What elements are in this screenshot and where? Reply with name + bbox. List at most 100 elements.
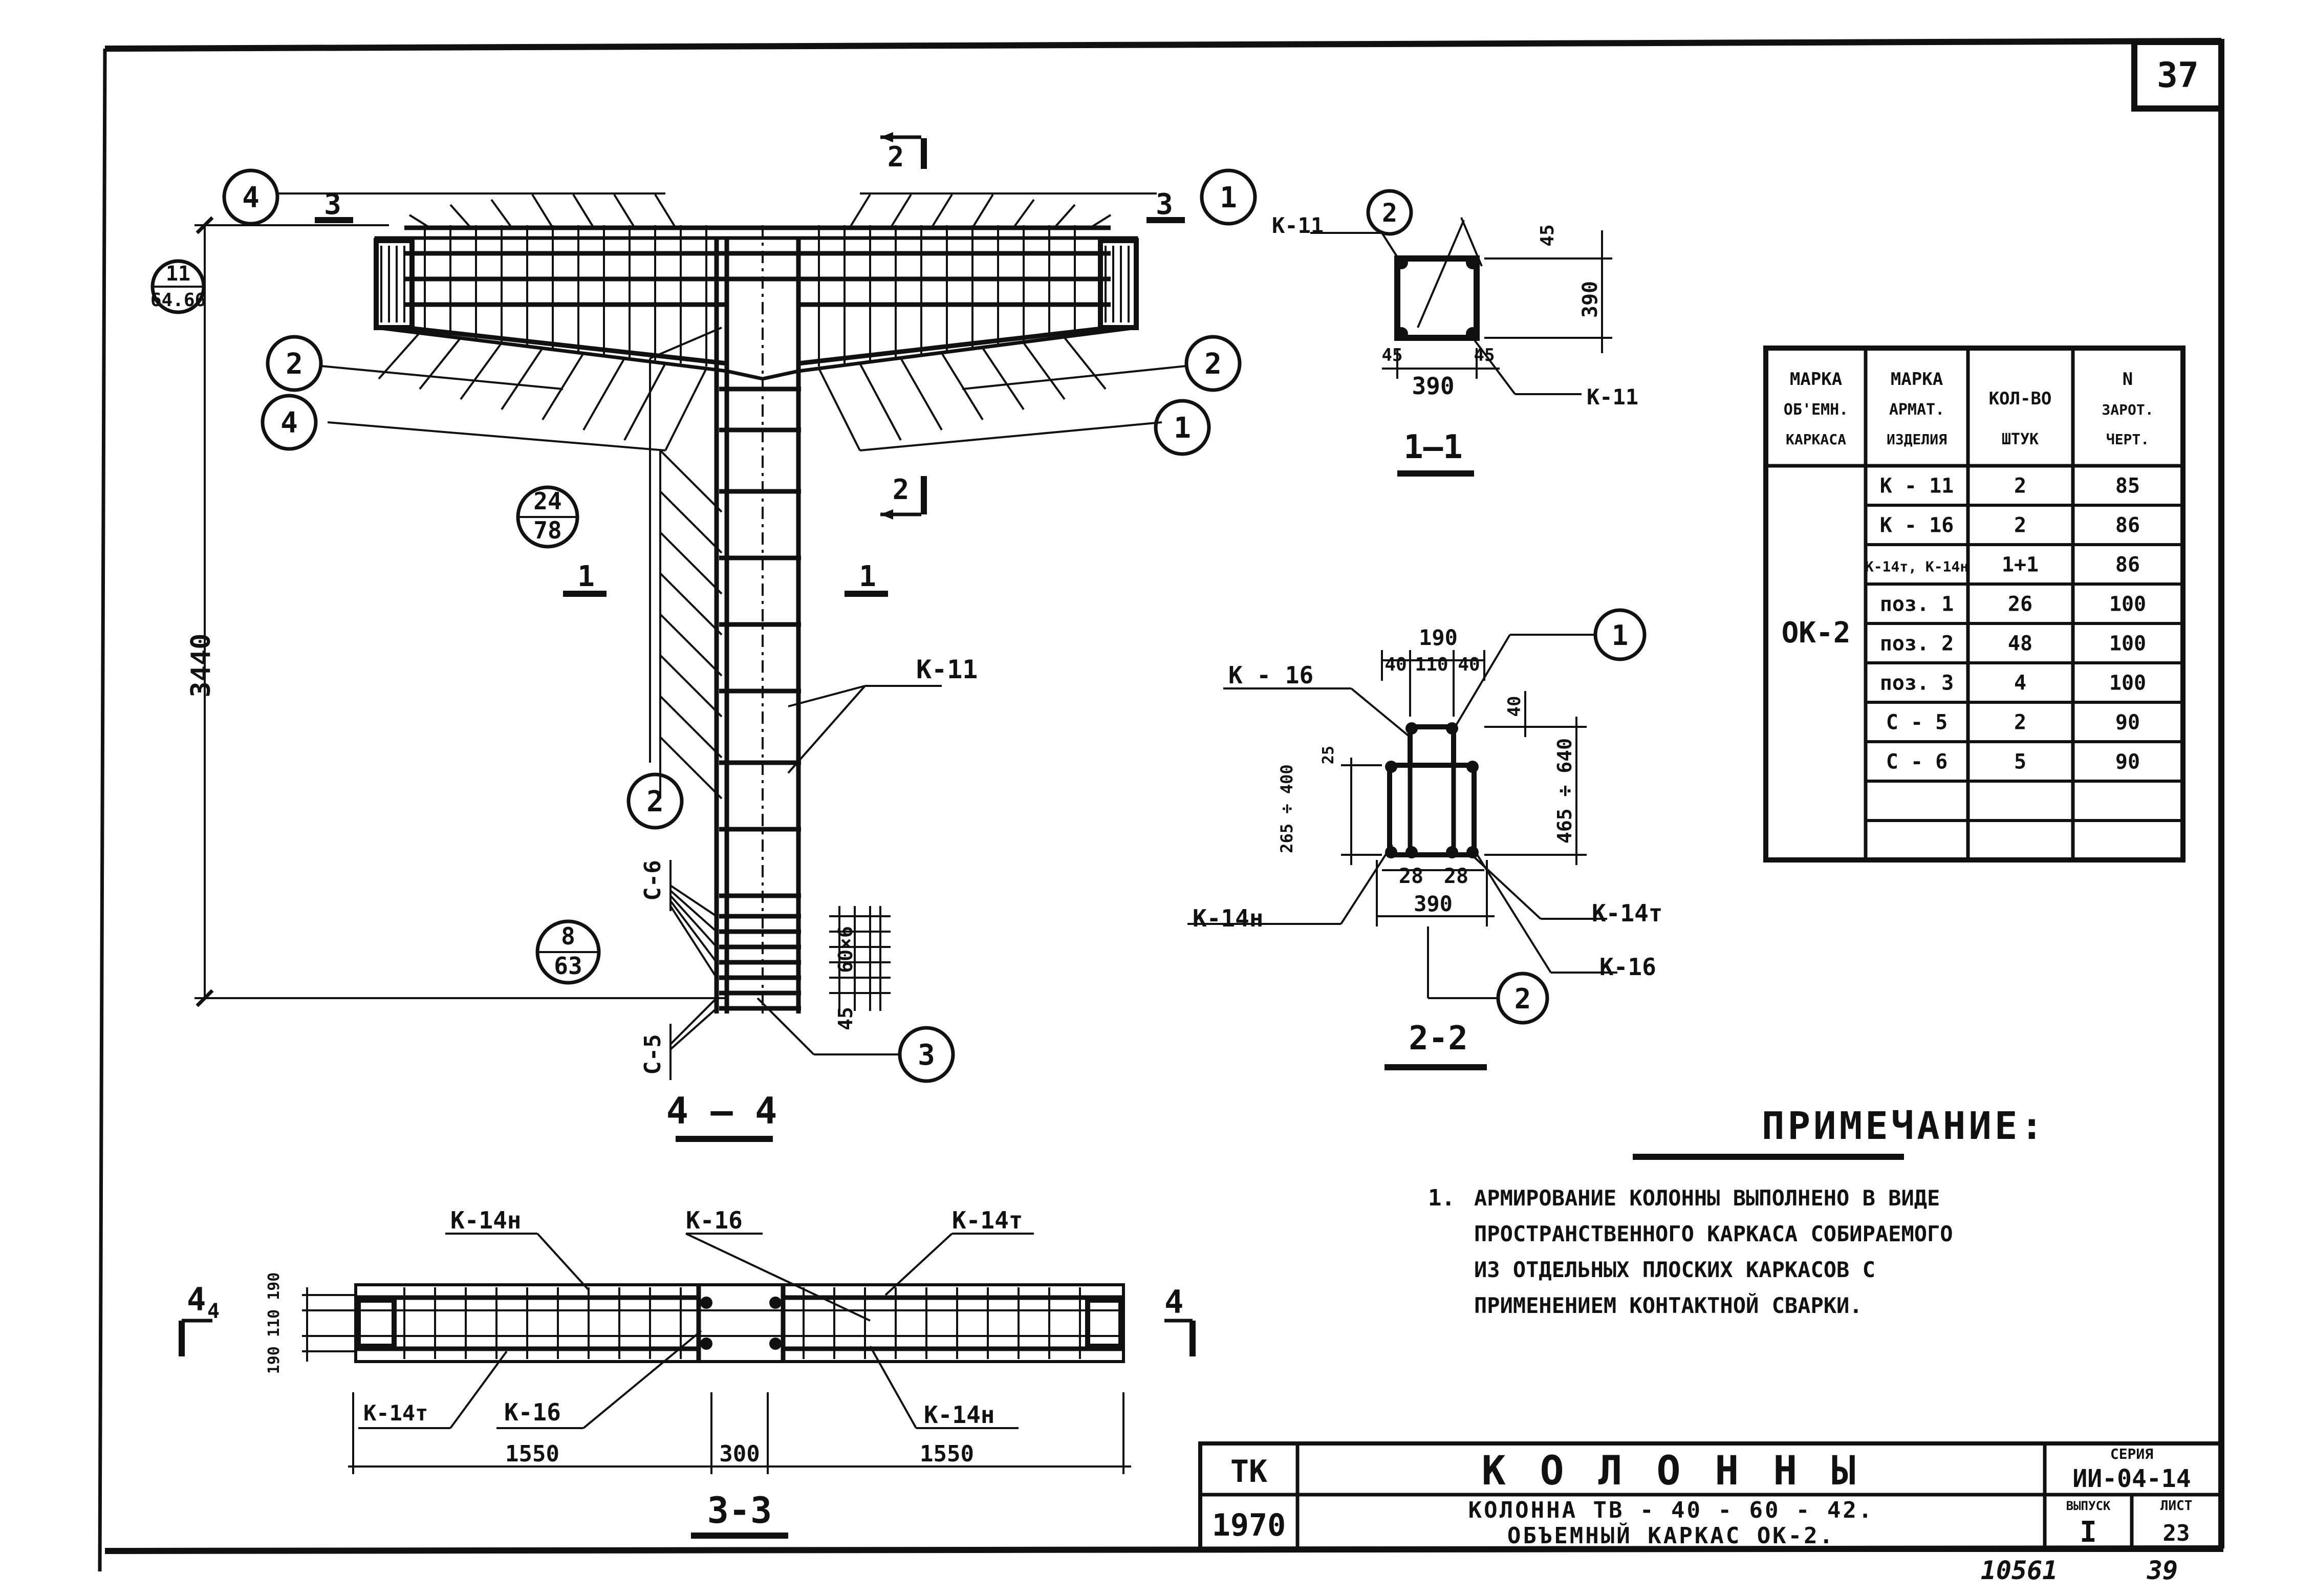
svg-text:КОЛ-ВО: КОЛ-ВО [1989, 389, 2052, 409]
label-k16-33-bottom: К-16 [504, 1398, 561, 1426]
spec-table-row: С - 6 5 90 [1886, 750, 2140, 773]
cut-mark-4-right: 4 [1164, 1283, 1183, 1321]
spec-cell-sheet: 90 [2115, 710, 2140, 734]
svg-text:ЗАРОТ.: ЗАРОТ. [2102, 401, 2153, 418]
spec-cell-qty: 26 [2008, 592, 2032, 616]
callout-pos1-top-right: 1 [1200, 168, 1257, 226]
section-2-2: 1 2 190 40 110 40 28 28 390 40 25 465 ÷ … [1187, 608, 1662, 1070]
spec-cell-sheet: 85 [2115, 474, 2140, 498]
svg-text:МАРКА: МАРКА [1790, 369, 1842, 390]
spec-cell-item: С - 6 [1886, 750, 1948, 773]
spec-table-header: МАРКА ОБ'ЕМН. КАРКАСА МАРКА АРМАТ. ИЗДЕЛ… [1784, 369, 2154, 448]
section-1-1: 2 К-11 К-11 390 45 45 45 390 1–1 [1272, 189, 1638, 477]
ref-circle-24-78: 24 78 [516, 485, 579, 549]
spec-cell-qty: 2 [2014, 513, 2026, 537]
title-block-sheet: 23 [2163, 1520, 2190, 1546]
section-title-2-2: 2-2 [1409, 1020, 1468, 1058]
cut-mark-2-bottom: 2 [893, 473, 910, 506]
label-k14n-22: К-14н [1193, 904, 1263, 932]
dim-465-640: 465 ÷ 640 [1553, 738, 1576, 844]
dim-45-shaft: 45 [834, 1007, 857, 1030]
spec-cell-qty: 2 [2014, 474, 2026, 498]
dim-45-11-c: 45 [1537, 224, 1558, 246]
footer-page-number: 39 [2147, 1556, 2178, 1585]
spec-cell-sheet: 100 [2109, 592, 2146, 616]
cut-mark-1-left: 1 [577, 560, 595, 593]
svg-text:2: 2 [646, 785, 664, 818]
callout-pos2-right: 2 [962, 335, 1242, 392]
dim-40-b: 40 [1458, 654, 1480, 675]
svg-text:АРМАТ.: АРМАТ. [1889, 401, 1944, 419]
label-k16-22-b: К-16 [1599, 953, 1656, 981]
spec-cell-sheet: 86 [2115, 513, 2140, 537]
spec-cell-item: поз. 3 [1880, 671, 1954, 695]
svg-text:2: 2 [1204, 348, 1222, 381]
dim-300: 300 [719, 1441, 760, 1467]
label-k14t-33-top: К-14т [952, 1206, 1023, 1234]
dim-110: 110 [1415, 654, 1448, 675]
note-line-2: ПРОСТРАНСТВЕННОГО КАРКАСА СОБИРАЕМОГО [1474, 1221, 1953, 1246]
ref-circle-8-63: 8 63 [535, 919, 601, 985]
title-block-issue-label: ВЫПУСК [2066, 1499, 2111, 1513]
svg-text:КАРКАСА: КАРКАСА [1786, 431, 1846, 448]
dim-1550-right: 1550 [920, 1441, 974, 1467]
note: ПРИМЕЧАНИЕ: 1. АРМИРОВАНИЕ КОЛОННЫ ВЫПОЛ… [1428, 1104, 2043, 1318]
dim-1550-left: 1550 [505, 1441, 559, 1467]
label-k14t-33-bottom: К-14т [363, 1400, 428, 1426]
callout-pos2-left: 2 [266, 335, 564, 392]
title-block-subtitle-1: КОЛОННА ТВ - 40 - 60 - 42. [1468, 1497, 1874, 1523]
title-block-year: 1970 [1212, 1507, 1286, 1543]
svg-text:ШТУК: ШТУК [2002, 430, 2039, 448]
cut-mark-4-left: 4 [187, 1281, 206, 1318]
dim-28-a: 28 [1399, 865, 1423, 888]
title-block-title: К О Л О Н Н Ы [1482, 1448, 1860, 1494]
spec-cell-item: С - 5 [1886, 710, 1948, 734]
title-block-org: ТК [1230, 1454, 1267, 1490]
svg-text:ИЗДЕЛИЯ: ИЗДЕЛИЯ [1887, 431, 1947, 448]
dim-190: 190 [1419, 625, 1458, 650]
callout-pos2-11: 2 [1382, 198, 1397, 228]
svg-text:4: 4 [242, 181, 259, 214]
callout-pos3: 3 [898, 1026, 955, 1083]
label-k16-22-a: К - 16 [1228, 661, 1313, 689]
svg-text:3: 3 [918, 1039, 935, 1072]
callout-pos2-shaft: 2 [626, 772, 684, 830]
svg-text:1: 1 [1220, 181, 1237, 214]
dim-390-11-v: 390 [1578, 281, 1602, 318]
note-number: 1. [1428, 1185, 1455, 1211]
spec-cell-sheet: 100 [2109, 632, 2146, 655]
title-block-issue: I [2080, 1516, 2097, 1549]
spec-table: МАРКА ОБ'ЕМН. КАРКАСА МАРКА АРМАТ. ИЗДЕЛ… [1763, 346, 2186, 862]
label-k14t-22: К-14т [1592, 899, 1662, 927]
section-title-4-4: 4 – 4 [666, 1089, 777, 1132]
title-block-series: ИИ-04-14 [2072, 1464, 2191, 1493]
note-line-4: ПРИМЕНЕНИЕМ КОНТАКТНОЙ СВАРКИ. [1474, 1292, 1863, 1318]
dim-265-400: 265 ÷ 400 [1277, 764, 1296, 853]
svg-text:64.66: 64.66 [150, 290, 206, 311]
dim-390-11-h: 390 [1412, 372, 1454, 400]
spec-cell-sheet: 100 [2109, 671, 2146, 695]
spec-cell-qty: 5 [2014, 750, 2026, 773]
label-c6: С-6 [640, 860, 666, 900]
spec-cell-sheet: 90 [2115, 750, 2140, 773]
sheet-frame: 37 [98, 38, 2224, 1572]
spec-cell-item: К - 11 [1880, 474, 1954, 498]
cut-mark-3-right: 3 [1156, 188, 1173, 221]
svg-text:МАРКА: МАРКА [1891, 369, 1943, 390]
callout-pos2-22: 2 [1515, 983, 1531, 1015]
spec-cell-item: К - 16 [1880, 513, 1954, 537]
sheet-number: 37 [2157, 55, 2199, 96]
svg-text:1: 1 [1174, 412, 1191, 445]
spec-cell-sheet: 86 [2115, 553, 2140, 576]
dim-190-110-190: 190 110 190 [265, 1273, 283, 1374]
label-c5: С-5 [640, 1034, 666, 1074]
svg-text:ОБ'ЕМН.: ОБ'ЕМН. [1784, 401, 1848, 419]
svg-text:24: 24 [533, 487, 561, 515]
dim-28-b: 28 [1444, 865, 1468, 888]
dim-45-11-b: 45 [1474, 345, 1495, 365]
cut-mark-2-top: 2 [888, 141, 904, 173]
callout-pos1-top-left: 4 [222, 168, 512, 226]
